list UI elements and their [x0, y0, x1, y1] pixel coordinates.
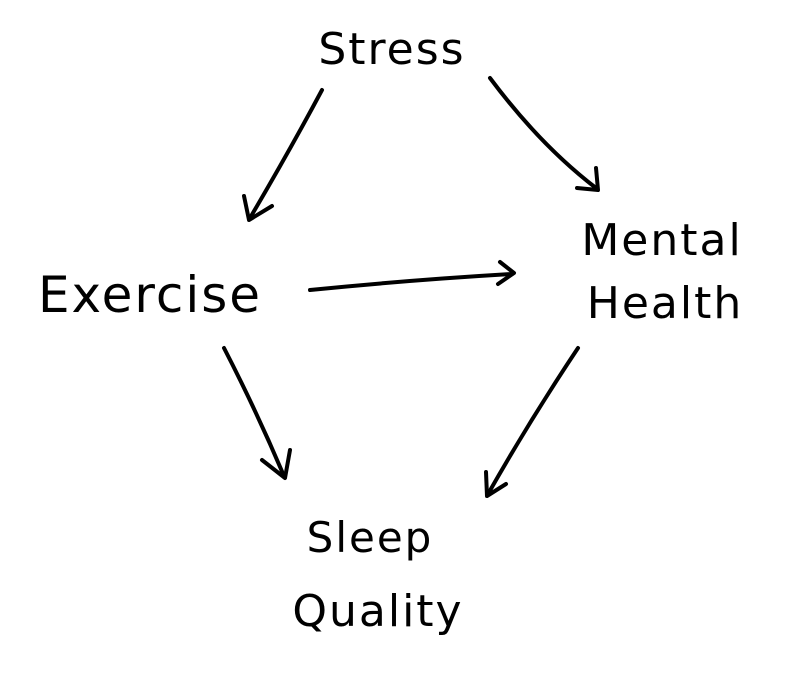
- edge-stress-to-mental-health: [488, 76, 600, 192]
- node-label-exercise: Exercise: [38, 266, 262, 324]
- node-label-quality: Quality: [292, 586, 463, 637]
- node-mental-health: Mental Health: [581, 215, 743, 329]
- node-label-stress: Stress: [318, 24, 465, 75]
- edge-line: [308, 272, 514, 292]
- edge-line: [488, 76, 598, 190]
- arrowhead-icon: [575, 166, 600, 192]
- node-exercise: Exercise: [38, 266, 262, 324]
- node-label-health: Health: [587, 278, 743, 329]
- arrowhead-icon: [260, 448, 292, 480]
- arrowhead-icon: [496, 260, 516, 286]
- edge-stress-to-exercise: [242, 88, 324, 222]
- edge-line: [486, 346, 580, 496]
- node-sleep-quality: Sleep Quality: [292, 513, 463, 637]
- edge-exercise-to-mental-health: [308, 260, 516, 292]
- edge-mental-health-to-sleep-quality: [484, 346, 580, 498]
- edge-line: [222, 346, 286, 478]
- node-stress: Stress: [318, 24, 465, 75]
- edge-line: [248, 88, 324, 220]
- edge-exercise-to-sleep-quality: [222, 346, 292, 480]
- arrowhead-icon: [484, 470, 508, 498]
- arrowhead-icon: [242, 194, 274, 222]
- node-label-sleep: Sleep: [307, 513, 434, 562]
- node-label-mental: Mental: [581, 215, 742, 266]
